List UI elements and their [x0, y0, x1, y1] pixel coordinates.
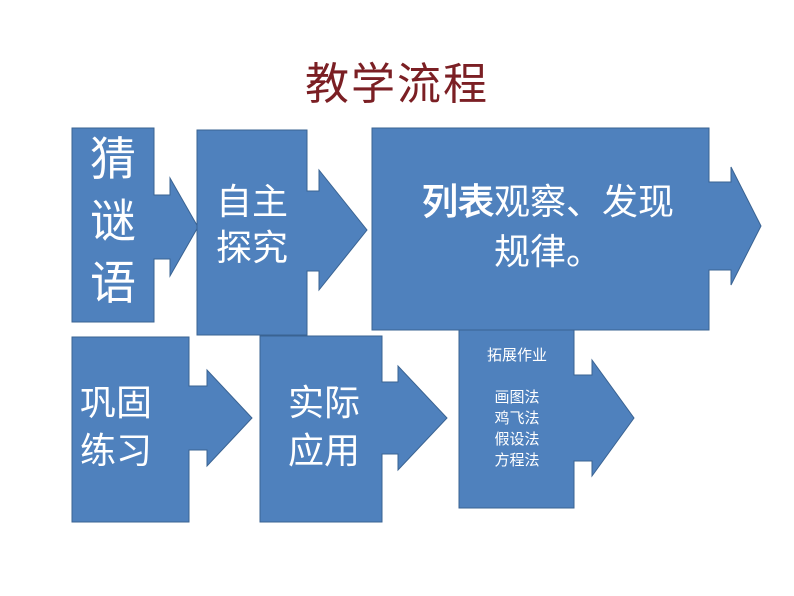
- step-4-label: 巩固 练习: [80, 380, 190, 476]
- step-2-line-2: 探究: [215, 228, 288, 269]
- step-5-line-1: 实际: [287, 383, 360, 424]
- step-2-自主探究-shape: [196, 129, 368, 336]
- step-3-line-1: 列表观察、发现: [378, 178, 718, 228]
- step-6-拓展作业-shape: [458, 329, 635, 509]
- step-1-line-1: 猜: [90, 132, 136, 186]
- step-4-line-2: 练习: [80, 431, 153, 472]
- step-6-item: 画图法: [494, 388, 540, 406]
- step-1-猜谜语-shape: [71, 127, 199, 323]
- step-3-line-2: 规律。: [493, 232, 602, 273]
- step-6-item: 方程法: [494, 451, 540, 469]
- step-1-line-3: 语: [90, 256, 136, 310]
- step-3-bold-text: 列表: [421, 182, 494, 223]
- page-title: 教学流程: [305, 59, 489, 110]
- step-1-line-2: 谜: [90, 194, 136, 248]
- step-6-item: 假设法: [494, 430, 540, 448]
- step-5-line-2: 应用: [287, 431, 360, 472]
- step-3-列表观察-shape: [371, 127, 762, 331]
- step-6-label: 拓展作业 画图法 鸡飞法 假设法 方程法: [462, 345, 572, 471]
- step-4-line-1: 巩固: [80, 383, 153, 424]
- step-4-巩固练习-shape: [71, 336, 253, 523]
- step-6-heading: 拓展作业: [486, 346, 547, 364]
- step-2-label: 自主 探究: [205, 180, 299, 272]
- step-5-label: 实际 应用: [262, 380, 386, 476]
- step-6-item: 鸡飞法: [494, 409, 540, 427]
- step-2-line-1: 自主: [215, 182, 288, 223]
- step-5-实际应用-shape: [259, 335, 448, 523]
- step-1-label: 猜 谜 语: [72, 128, 154, 314]
- step-3-rest-text: 观察、发现: [494, 182, 675, 223]
- step-6-spacer: [462, 366, 572, 387]
- step-3-label: 列表观察、发现 规律。: [378, 178, 718, 278]
